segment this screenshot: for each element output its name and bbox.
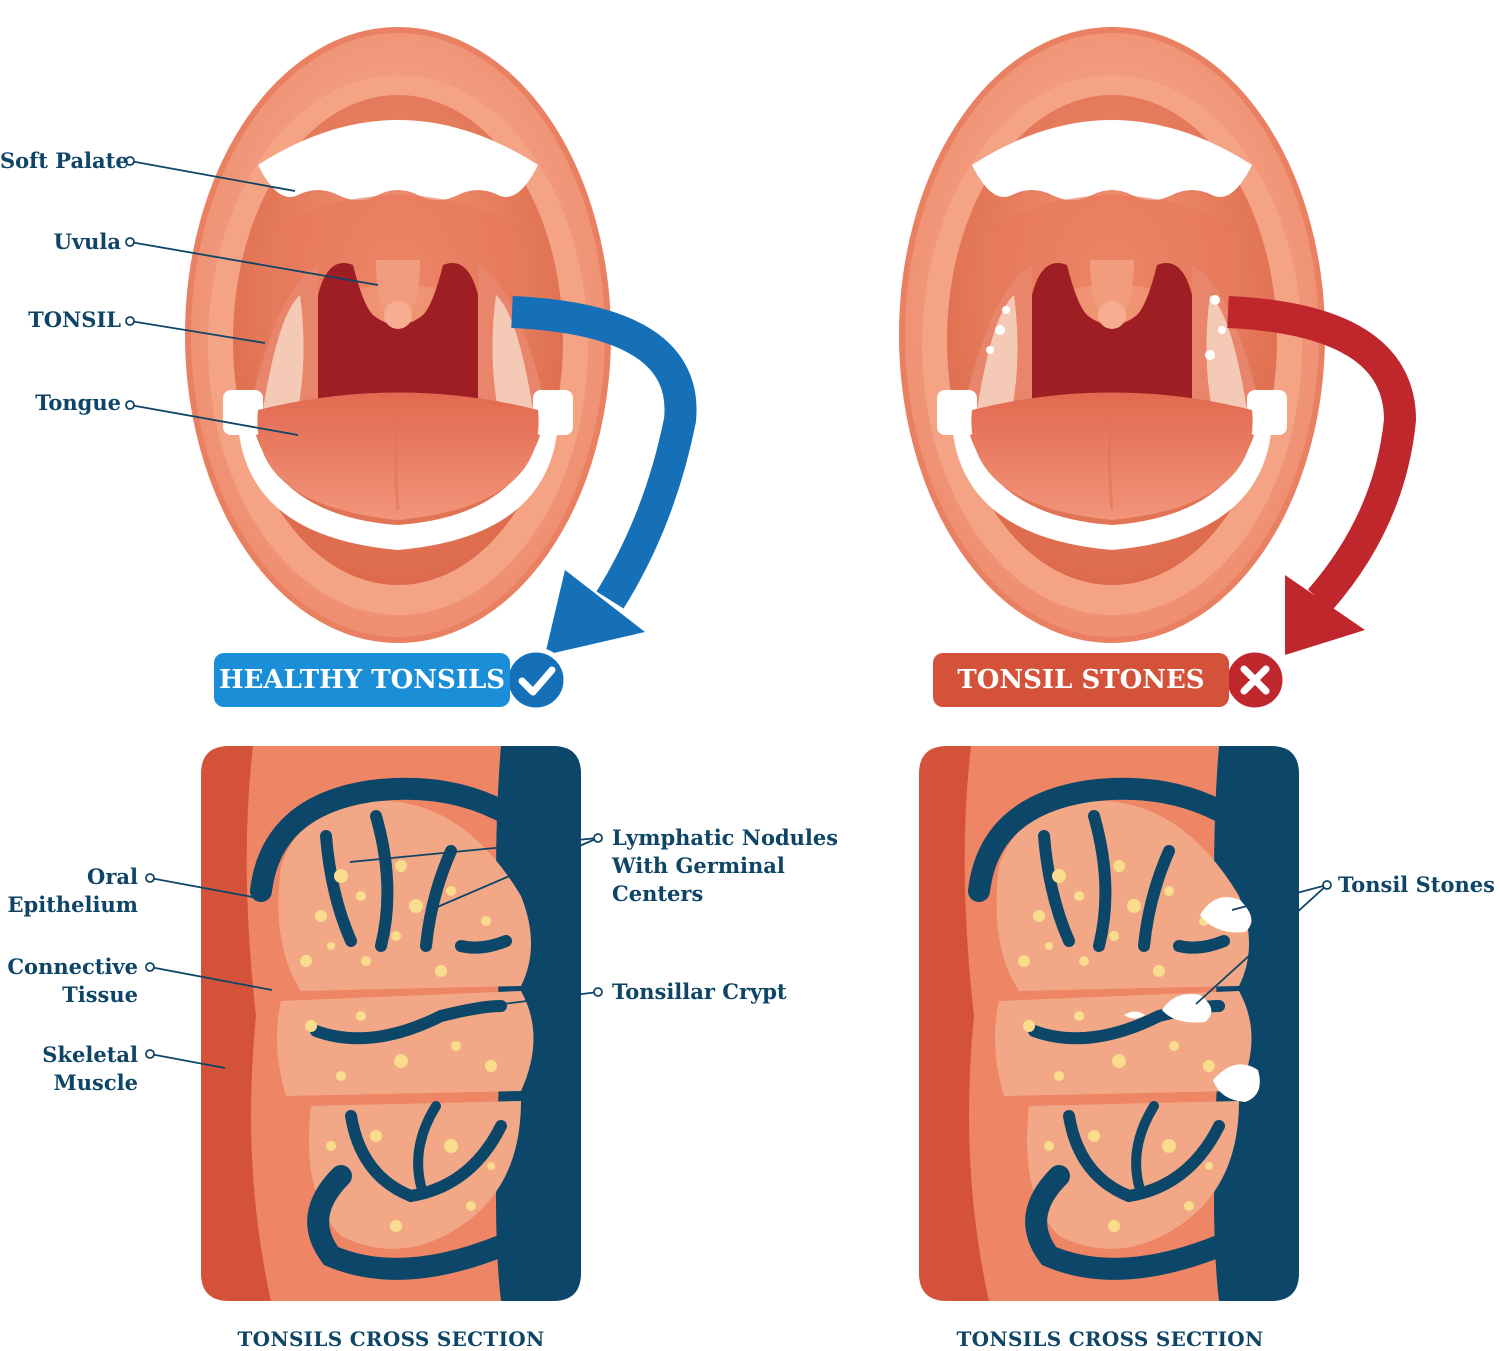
label-oral-epithelium-line1: Oral (87, 864, 138, 889)
label-connective-tissue-line2: Tissue (62, 982, 138, 1007)
label-skeletal-muscle-line1: Skeletal (42, 1042, 138, 1067)
label-uvula: Uvula (53, 229, 121, 254)
caption-right-cross-section: TONSILS CROSS SECTION (956, 1327, 1264, 1351)
label-lymphatic-line2: With Germinal (612, 853, 785, 878)
healthy-mouth-illustration (188, 30, 608, 640)
label-tonsil: TONSIL (28, 307, 121, 332)
label-connective-tissue-line1: Connective (7, 954, 138, 979)
stones-mouth-illustration (902, 30, 1322, 640)
mouth-tonsil-stones (986, 295, 1226, 360)
healthy-tonsils-banner: HEALTHY TONSILS (214, 653, 510, 707)
label-lymphatic-line1: Lymphatic Nodules (612, 825, 839, 850)
label-soft-palate: Soft Palate (0, 148, 129, 173)
tonsil-stones-banner: TONSIL STONES (933, 653, 1229, 707)
healthy-cross-section (201, 746, 581, 1301)
label-tonsillar-crypt: Tonsillar Crypt (612, 979, 787, 1004)
stones-cross-section (919, 746, 1299, 1301)
stones-arrow-head (1285, 575, 1365, 655)
healthy-arrow (511, 296, 697, 609)
check-icon (503, 647, 569, 713)
healthy-arrow-head (545, 570, 645, 655)
label-tongue: Tongue (35, 390, 121, 415)
label-oral-epithelium-line2: Epithelium (7, 892, 138, 917)
label-lymphatic-line3: Centers (612, 881, 704, 906)
label-skeletal-muscle-line2: Muscle (53, 1070, 138, 1095)
stones-arrow (1227, 296, 1417, 611)
label-tonsil-stones: Tonsil Stones (1338, 872, 1495, 897)
caption-left-cross-section: TONSILS CROSS SECTION (237, 1327, 545, 1351)
